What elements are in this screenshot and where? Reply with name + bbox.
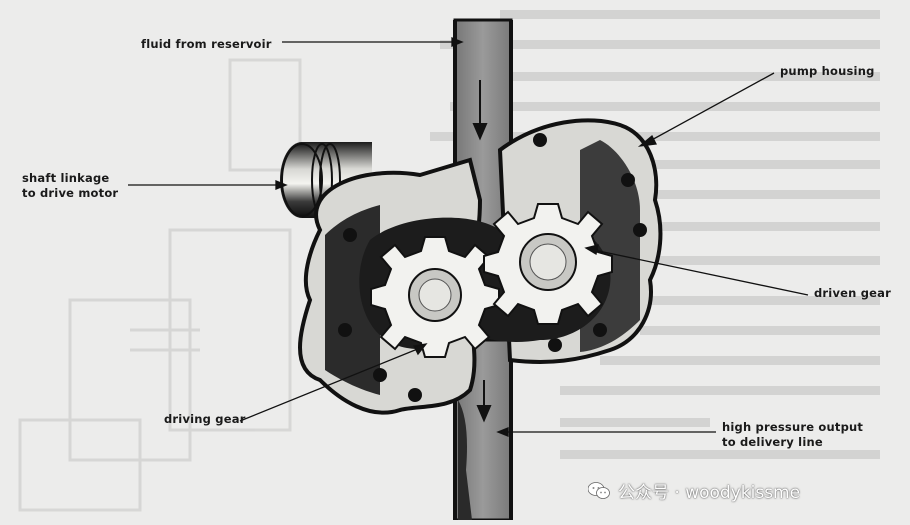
label-high-pressure-line2: to delivery line <box>722 435 823 449</box>
label-pump-housing-text: pump housing <box>780 64 875 78</box>
label-shaft-linkage-line2: to drive motor <box>22 186 119 200</box>
label-driving-gear: driving gear <box>164 412 246 427</box>
label-driving-gear-text: driving gear <box>164 412 246 426</box>
background-ghost-text <box>430 10 880 459</box>
label-fluid-from-reservoir: fluid from reservoir <box>141 37 272 52</box>
wechat-icon <box>587 481 610 500</box>
label-pump-housing: pump housing <box>780 64 875 79</box>
label-high-pressure-line1: high pressure output <box>722 420 864 434</box>
watermark: 公众号 · woodykissme <box>587 478 801 503</box>
leader-lines <box>128 37 809 437</box>
label-shaft-linkage: shaft linkage to drive motor <box>22 171 118 201</box>
label-driven-gear: driven gear <box>814 286 891 301</box>
flow-arrow-in-icon <box>472 80 488 141</box>
driving-gear <box>370 236 500 358</box>
label-high-pressure-output: high pressure output to delivery line <box>722 420 863 450</box>
label-fluid-from-reservoir-text: fluid from reservoir <box>141 37 272 51</box>
watermark-text: 公众号 · woodykissme <box>618 483 801 503</box>
driven-gear <box>483 203 613 325</box>
background-ghost-machine <box>18 58 302 512</box>
label-driven-gear-text: driven gear <box>814 286 891 300</box>
flow-arrow-out-icon <box>476 380 492 423</box>
label-shaft-linkage-line1: shaft linkage <box>22 171 110 185</box>
